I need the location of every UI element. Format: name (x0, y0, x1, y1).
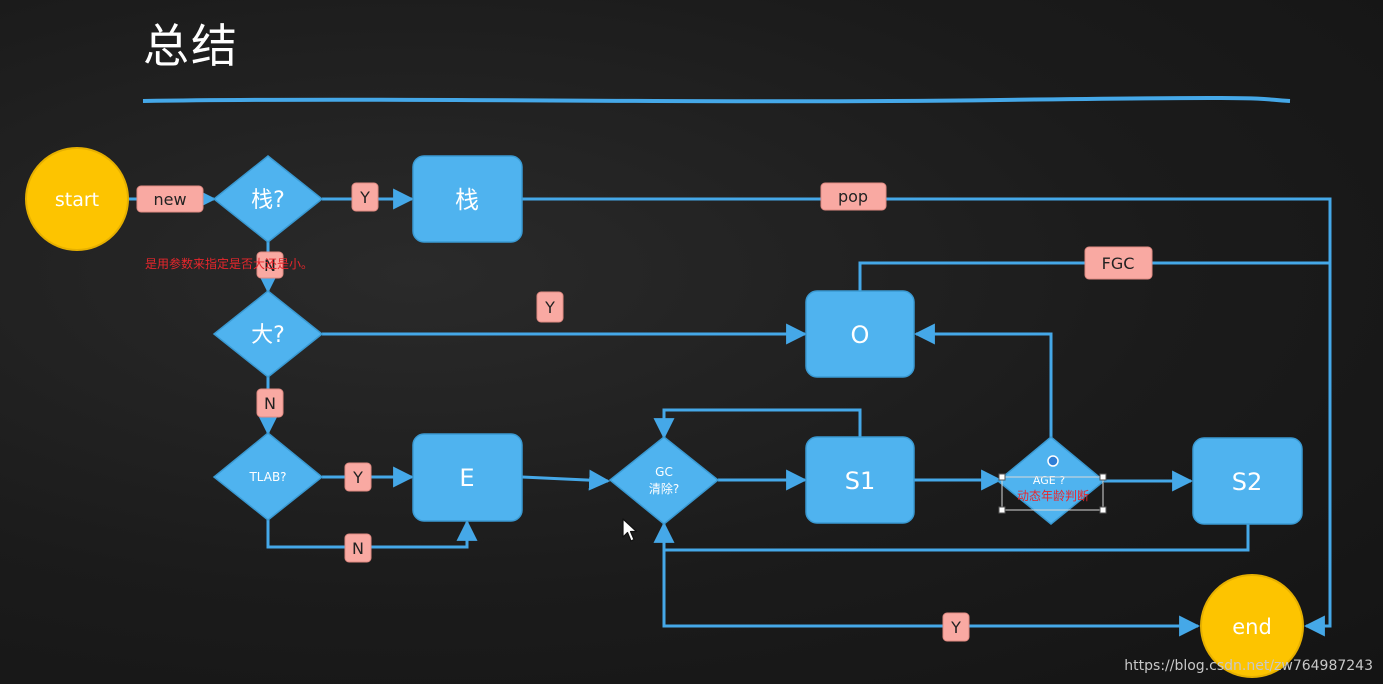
tag-large-no-label: N (264, 394, 276, 413)
gc-decision-label-2: 清除? (649, 481, 679, 496)
rotation-handle[interactable] (1047, 455, 1059, 467)
start-label: start (55, 189, 99, 211)
age-decision-label: AGE ? (1033, 474, 1065, 487)
tag-fgc-label: FGC (1102, 254, 1135, 273)
start-node: start (25, 147, 129, 251)
old-box-label: O (851, 321, 870, 349)
watermark-url: https://blog.csdn.net/zw764987243 (1124, 658, 1373, 674)
edge-eden-to-gc-q (521, 469, 611, 491)
tag-stack-yes: Y (351, 182, 379, 212)
edge-s1-loop-to-gc-q (653, 408, 862, 440)
tag-stack-yes-label: Y (359, 188, 370, 207)
tag-fgc: FGC (1084, 246, 1153, 280)
stack-box: 栈 (412, 155, 523, 243)
s2-box-label: S2 (1232, 468, 1263, 496)
stack-decision-label: 栈? (251, 188, 285, 213)
large-decision: 大? (212, 290, 324, 378)
selection-handle-tr[interactable] (1099, 473, 1107, 481)
tag-gc-yes: Y (942, 612, 970, 642)
tag-tlab-yes-label: Y (352, 468, 363, 487)
tlab-decision-label: TLAB? (248, 470, 286, 484)
end-label: end (1232, 615, 1272, 639)
s2-box: S2 (1192, 437, 1303, 525)
edge-old-to-end-fgc (858, 261, 1330, 291)
gc-decision: GC 清除? (608, 436, 720, 525)
size-annotation: 是用参数来指定是否大还是小。 (145, 256, 313, 271)
tlab-decision: TLAB? (212, 432, 324, 521)
tag-stack-no-label: N (264, 256, 276, 275)
tag-tlab-no-label: N (352, 539, 364, 558)
title-underline (142, 96, 1291, 104)
edge-age-q-to-old (913, 323, 1053, 437)
tag-large-no: N (256, 388, 284, 418)
edge-s2-loop-to-gc-q (653, 521, 1250, 552)
selection-handle-br[interactable] (1099, 506, 1107, 514)
mouse-pointer-icon (622, 518, 638, 542)
tag-stack-no: N (256, 251, 284, 279)
tag-large-yes: Y (536, 291, 564, 323)
slide-title: 总结 (143, 19, 239, 73)
s1-box-label: S1 (845, 467, 876, 495)
gc-decision-label-1: GC (655, 465, 673, 479)
tag-gc-yes-label: Y (950, 618, 961, 637)
selection-handle-tl[interactable] (998, 473, 1006, 481)
eden-box: E (412, 433, 523, 522)
age-selection-box[interactable] (1001, 476, 1104, 511)
end-node: end (1200, 574, 1304, 678)
stack-box-label: 栈 (455, 186, 479, 214)
tag-new: new (136, 185, 204, 213)
edge-gc-q-to-end (662, 550, 1201, 637)
large-decision-label: 大? (251, 323, 285, 348)
tag-pop-label: pop (838, 187, 868, 206)
tag-tlab-yes: Y (344, 462, 372, 492)
age-note-label: 动态年龄判断 (1017, 488, 1089, 503)
tag-large-yes-label: Y (544, 298, 555, 317)
eden-box-label: E (459, 464, 474, 492)
age-decision: AGE ? 动态年龄判断 (996, 436, 1107, 525)
tag-tlab-no: N (344, 533, 372, 563)
selection-handle-bl[interactable] (998, 506, 1006, 514)
tag-pop: pop (820, 182, 887, 211)
old-box: O (805, 290, 915, 378)
tag-new-label: new (153, 190, 186, 209)
s1-box: S1 (805, 436, 915, 524)
stack-decision: 栈? (212, 155, 324, 243)
edge-stack-to-end (522, 197, 1332, 637)
